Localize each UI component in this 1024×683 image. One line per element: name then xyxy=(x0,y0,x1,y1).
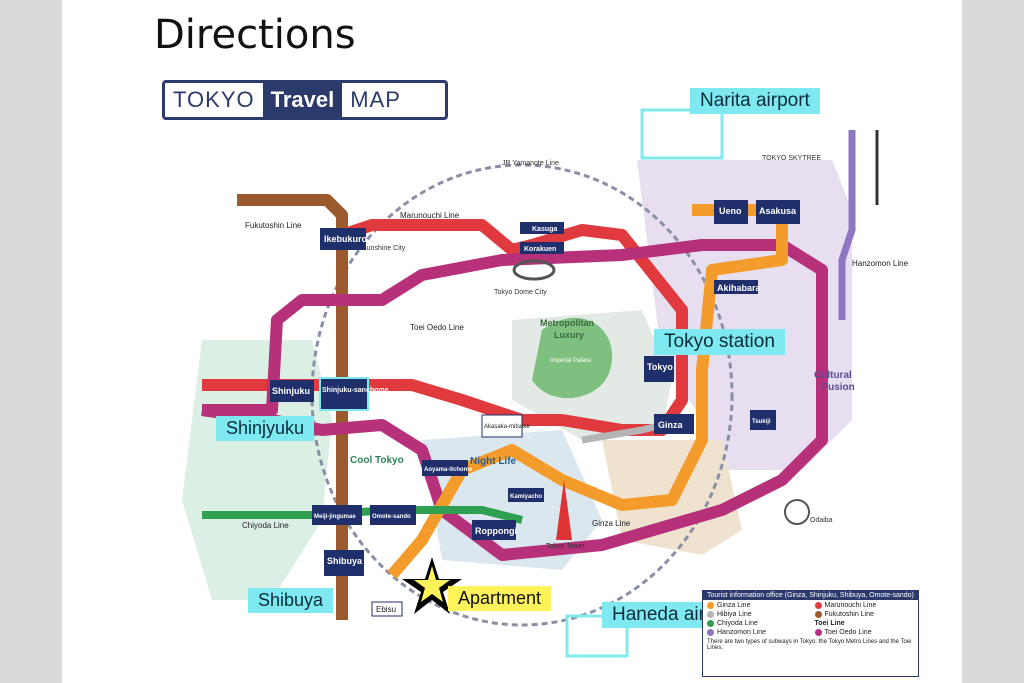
callout-apartment: Apartment xyxy=(448,586,552,611)
label-chiyoda-line: Chiyoda Line xyxy=(242,521,289,530)
svg-text:Aoyama-itchome: Aoyama-itchome xyxy=(424,467,473,473)
slide: Directions TOKYO Travel MAP TOKYO SKYTRE xyxy=(62,0,962,683)
logo-tokyo: TOKYO xyxy=(173,87,255,112)
label-toei-oedo-line: Toei Oedo Line xyxy=(410,323,464,332)
label-hanzomon-line: Hanzomon Line xyxy=(852,259,909,268)
svg-text:Ginza: Ginza xyxy=(658,420,683,430)
callout-shinjyuku: Shinjyuku xyxy=(216,416,315,441)
station-akasaka-mitsuke: Akasaka-mitsuke xyxy=(481,414,530,438)
imperial-palace-park xyxy=(532,317,613,399)
legend-item-chiyoda: Chiyoda Line xyxy=(707,620,807,627)
svg-text:Tsukiji: Tsukiji xyxy=(752,419,771,425)
callout-tokyo-station: Tokyo station xyxy=(654,329,785,355)
svg-text:Meiji-jingumae: Meiji-jingumae xyxy=(314,514,356,520)
hanzomon-line xyxy=(838,130,856,320)
station-shinjuku: Shinjuku xyxy=(270,380,314,402)
svg-text:Kamiyacho: Kamiyacho xyxy=(510,494,542,500)
station-asakusa: Asakusa xyxy=(756,200,800,224)
area-cultural-fusion xyxy=(637,160,852,470)
toei-oedo-line xyxy=(201,239,828,561)
legend-header: Tourist information office (Ginza, Shinj… xyxy=(703,591,918,600)
svg-text:Shinjuku: Shinjuku xyxy=(272,386,310,396)
legend-item-marunouchi: Marunouchi Line xyxy=(814,602,915,609)
svg-text:Akasaka-mitsuke: Akasaka-mitsuke xyxy=(484,424,530,430)
label-ginza-line: Ginza Line xyxy=(592,519,631,528)
skytree-label: TOKYO SKYTREE xyxy=(762,155,821,162)
svg-text:Korakuen: Korakuen xyxy=(524,246,556,253)
legend-note: There are two types of subways in Tokyo:… xyxy=(707,639,912,651)
svg-text:Ebisu: Ebisu xyxy=(376,605,396,614)
station-meiji-jingumae: Meiji-jingumae xyxy=(312,505,362,525)
landmark-tokyo-dome: Tokyo Dome City xyxy=(494,289,547,296)
area-label-luxury: Luxury xyxy=(554,330,584,340)
area-label-imperial-palace: Imperial Palace xyxy=(550,358,592,364)
legend-item-toei-oedo: Toei Oedo Line xyxy=(814,629,915,636)
landmark-tokyo-tower: Tokyo Tower xyxy=(546,543,585,550)
station-shinjuku-sanchome: Shinjuku-sanchome xyxy=(319,377,389,411)
tokyo-travel-map-logo: TOKYO Travel MAP xyxy=(162,80,448,120)
callout-narita-airport: Narita airport xyxy=(690,88,820,114)
station-tokyo: Tokyo xyxy=(644,356,674,382)
callout-shibuya: Shibuya xyxy=(248,588,334,613)
station-kamiyacho: Kamiyacho xyxy=(508,488,544,502)
area-label-cultural: Cultural xyxy=(814,370,852,381)
logo-map: MAP xyxy=(350,87,401,112)
area-label-cool-tokyo: Cool Tokyo xyxy=(350,455,404,466)
station-shibuya: Shibuya xyxy=(324,550,364,576)
svg-text:Omote-sando: Omote-sando xyxy=(372,514,411,520)
legend-item-hanzomon: Hanzomon Line xyxy=(707,629,807,636)
logo-travel: Travel xyxy=(262,83,343,117)
area-label-fusion: Fusion xyxy=(822,382,855,393)
svg-text:Akihabara: Akihabara xyxy=(717,283,762,293)
subway-map: TOKYO SKYTREE Ikebukuro Ueno Asakusa Aki… xyxy=(182,108,909,658)
svg-text:Ueno: Ueno xyxy=(719,206,742,216)
ferris-wheel-icon xyxy=(784,499,810,525)
marunouchi-line xyxy=(202,219,688,436)
svg-text:Shibuya: Shibuya xyxy=(327,556,363,566)
apartment-star-inner-icon xyxy=(414,566,450,602)
area-label-night-life: Night Life xyxy=(470,456,517,467)
station-tsukiji: Tsukiji xyxy=(750,410,776,430)
legend-item-ginza: Ginza Line xyxy=(707,602,807,609)
label-marunouchi-line: Marunouchi Line xyxy=(400,211,460,220)
station-akihabara: Akihabara xyxy=(714,280,762,294)
tokyo-dome-icon xyxy=(512,259,556,281)
haneda-highlight-box xyxy=(565,614,629,658)
label-jr-yamanote-line: JR Yamanote Line xyxy=(502,160,559,167)
legend-toei-header: Toei Line xyxy=(814,620,845,627)
map-legend: Tourist information office (Ginza, Shinj… xyxy=(702,590,919,677)
station-ikebukuro: Ikebukuro xyxy=(320,228,368,250)
landmark-sunshine-city: Sunshine City xyxy=(362,245,406,252)
svg-text:Ikebukuro: Ikebukuro xyxy=(324,234,368,244)
svg-text:Kasuga: Kasuga xyxy=(532,226,557,233)
area-label-metropolitan: Metropolitan xyxy=(540,318,594,328)
landmark-odaiba: Odaiba xyxy=(810,517,833,524)
station-kasuga: Kasuga xyxy=(520,222,564,234)
label-fukutoshin-line: Fukutoshin Line xyxy=(245,221,302,230)
station-ebisu: Ebisu xyxy=(371,601,403,617)
station-korakuen: Korakuen xyxy=(520,242,564,254)
slide-title: Directions xyxy=(154,12,356,58)
svg-text:Tokyo: Tokyo xyxy=(647,362,673,372)
station-aoyama-itchome: Aoyama-itchome xyxy=(422,460,473,476)
narita-highlight-box xyxy=(640,108,724,160)
legend-item-hibiya: Hibiya Line xyxy=(707,611,807,618)
station-ueno: Ueno xyxy=(714,200,748,224)
station-ginza: Ginza xyxy=(654,414,694,434)
fukutoshin-line xyxy=(237,194,348,620)
legend-item-fukutoshin: Fukutoshin Line xyxy=(814,611,915,618)
tokyo-tower-icon xyxy=(556,480,572,540)
svg-text:Shinjuku-sanchome: Shinjuku-sanchome xyxy=(322,387,389,394)
station-omotesando: Omote-sando xyxy=(370,505,416,525)
svg-text:Asakusa: Asakusa xyxy=(759,206,797,216)
station-roppongi: Roppongi xyxy=(472,520,517,540)
svg-text:Roppongi: Roppongi xyxy=(475,526,517,536)
